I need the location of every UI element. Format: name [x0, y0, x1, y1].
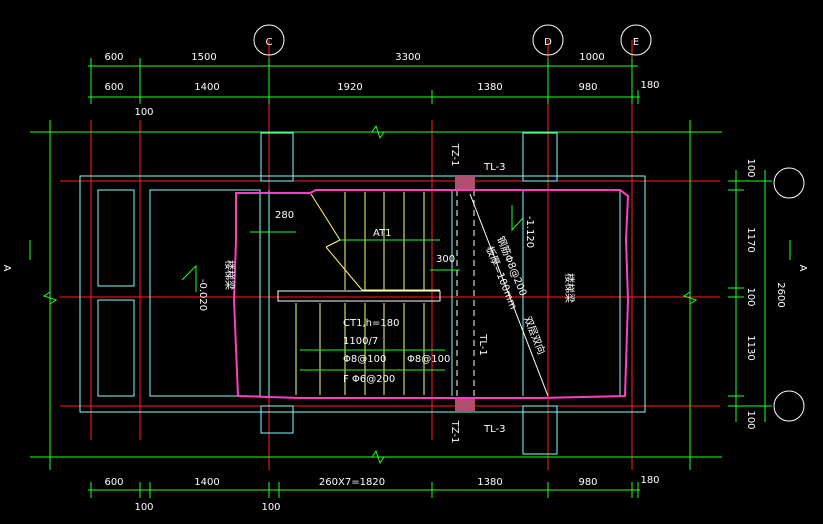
dim-bottom-2: 1400 [194, 477, 219, 488]
dim-right-3: 100 [745, 287, 756, 306]
section-mark-left: A [1, 265, 12, 272]
dim-right-5: 100 [745, 410, 756, 429]
dim-top-3: 3300 [395, 52, 420, 63]
column-tz1-bottom [455, 397, 475, 411]
label-at1: AT1 [373, 228, 392, 239]
dim-top-1: 600 [104, 52, 123, 63]
dim-bottom-3: 260X7=1820 [319, 477, 385, 488]
label-wall-left: 楼梯梁 [223, 260, 236, 290]
label-tl1: TL-1 [477, 333, 488, 355]
svg-text:D: D [544, 37, 552, 48]
wall-outlines [79, 132, 646, 455]
dimension-lines [29, 58, 791, 498]
dim-bottom-4: 1380 [477, 477, 502, 488]
dim-bottom-1: 600 [104, 477, 123, 488]
stair-treads [277, 192, 441, 395]
label-dim-280: 280 [275, 210, 294, 221]
axis-lines [60, 40, 720, 470]
dim-bottom-5: 980 [578, 477, 597, 488]
stair-beams [456, 190, 475, 396]
label-tl3-top: TL-3 [483, 162, 505, 173]
grid-bubble-right-bottom [773, 390, 805, 422]
label-tz-top: TZ-1 [449, 143, 460, 167]
level-markers [181, 205, 524, 292]
dim-bottom-small1: 100 [134, 502, 153, 513]
label-dim-300: 300 [436, 254, 455, 265]
label-ct4: Φ8@100 [407, 354, 450, 365]
dim-top2-4: 1380 [477, 82, 502, 93]
grid-bubble-c: C [253, 24, 285, 56]
dim-top-4: 1000 [579, 52, 604, 63]
dim-right-1: 100 [745, 158, 756, 177]
label-level-right: -1.120 [524, 216, 535, 248]
dim-bottom-small2: 100 [261, 502, 280, 513]
dim-top2-3: 1920 [337, 82, 362, 93]
svg-text:E: E [633, 37, 639, 48]
label-tl3-bottom: TL-3 [483, 424, 505, 435]
grid-bubble-d: D [532, 24, 564, 56]
landing-diagonal [469, 193, 549, 397]
dim-top2-6: 180 [640, 80, 659, 91]
label-ct5: F Φ6@200 [343, 374, 395, 385]
dim-right-2: 1170 [745, 227, 756, 252]
label-ct2: 1100/7 [343, 336, 378, 347]
section-mark-right: A [797, 265, 808, 272]
dim-bottom-6: 180 [640, 475, 659, 486]
dim-top2-5: 980 [578, 82, 597, 93]
grid-bubble-right-top [773, 167, 805, 199]
dim-right-4: 1130 [745, 335, 756, 360]
label-wall-right: 楼梯梁 [563, 273, 576, 303]
dim-top2-1: 600 [104, 82, 123, 93]
dim-top-2: 1500 [191, 52, 216, 63]
label-ct1: CT1,h=180 [343, 318, 399, 329]
column-tz1-top [455, 176, 475, 190]
label-ct3: Φ8@100 [343, 354, 386, 365]
label-rebar-3: 双层双向 [521, 314, 548, 356]
annotation-arrows [250, 231, 460, 371]
dim-right-total: 2600 [775, 282, 786, 307]
highlight-outline [232, 189, 630, 399]
label-level-left: -0.020 [197, 279, 208, 311]
label-tz-bottom: TZ-1 [449, 420, 460, 444]
dim-top2-2: 1400 [194, 82, 219, 93]
dim-top-small: 100 [134, 107, 153, 118]
grid-bubble-e: E [620, 24, 652, 56]
svg-text:C: C [266, 37, 273, 48]
